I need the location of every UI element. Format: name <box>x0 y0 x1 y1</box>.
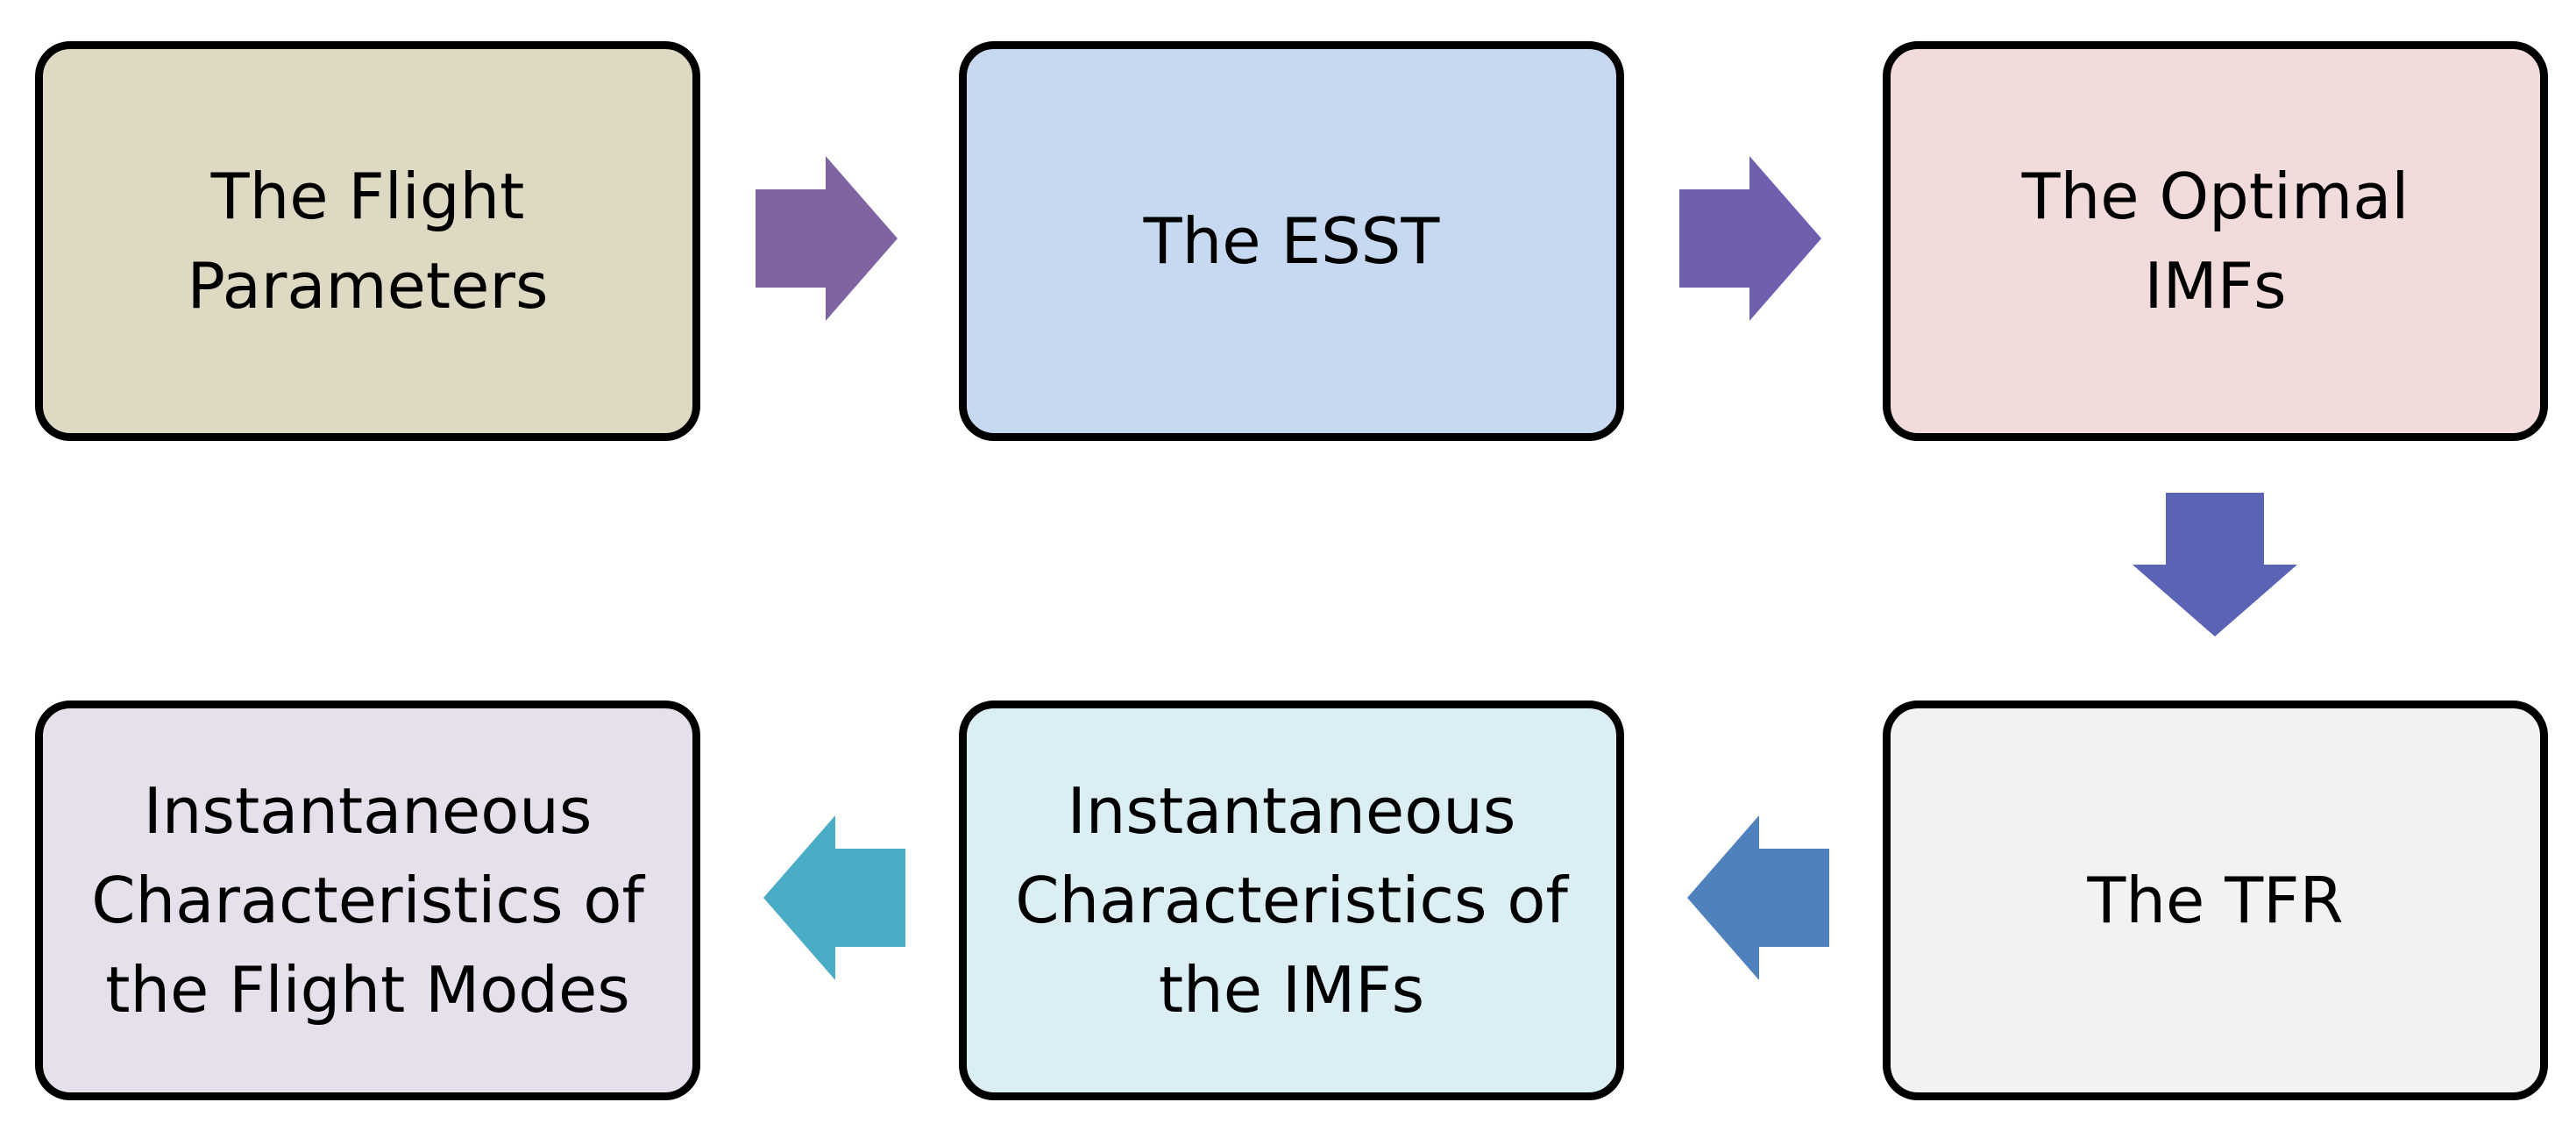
esst-label: The ESST <box>1143 204 1440 278</box>
arrow-right-icon <box>756 156 898 321</box>
flight-mode-characteristics-box: Instantaneous Characteristics of the Fli… <box>35 701 700 1100</box>
esst-box: The ESST <box>959 41 1624 441</box>
arrow-left-icon <box>763 815 905 980</box>
flight-parameters-box: The Flight Parameters <box>35 41 700 441</box>
flight-mode-characteristics-label: Instantaneous Characteristics of the Fli… <box>91 774 644 1027</box>
arrow-down-icon <box>2132 493 2297 637</box>
tfr-label: The TFR <box>2087 864 2344 937</box>
optimal-imfs-box: The Optimal IMFs <box>1883 41 2548 441</box>
arrow-right-icon <box>1679 156 1821 321</box>
imf-characteristics-box: Instantaneous Characteristics of the IMF… <box>959 701 1624 1100</box>
imf-characteristics-label: Instantaneous Characteristics of the IMF… <box>1015 774 1568 1027</box>
optimal-imfs-label: The Optimal IMFs <box>2021 160 2409 323</box>
arrow-left-icon <box>1687 815 1829 980</box>
flight-parameters-label: The Flight Parameters <box>187 160 549 323</box>
tfr-box: The TFR <box>1883 701 2548 1100</box>
